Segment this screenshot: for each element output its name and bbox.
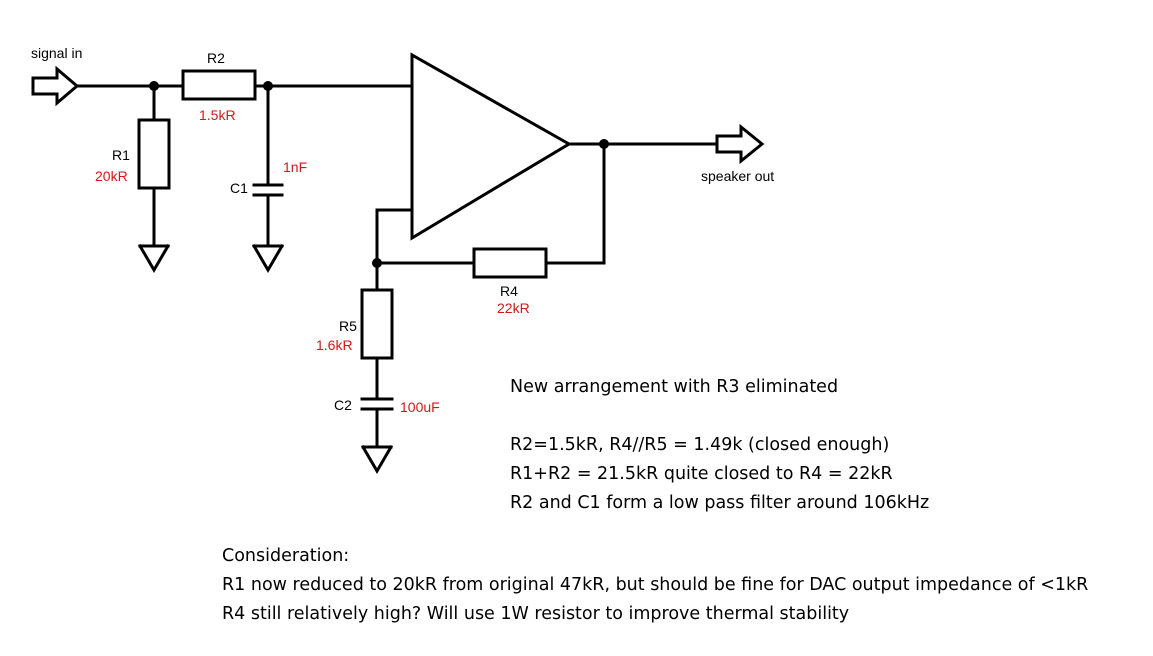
r1-name: R1 — [112, 147, 130, 163]
signal-in-label: signal in — [31, 45, 82, 61]
c2-name: C2 — [334, 397, 352, 413]
resistor-r2 — [181, 69, 257, 101]
resistor-r4 — [472, 247, 548, 279]
r5-value: 1.6kR — [316, 337, 353, 353]
consideration-line: R1 now reduced to 20kR from original 47k… — [222, 575, 1088, 595]
r5-name: R5 — [339, 318, 357, 334]
consideration-line: R4 still relatively high? Will use 1W re… — [222, 604, 849, 624]
junction-dot — [372, 258, 382, 268]
junction-dot — [263, 81, 273, 91]
consideration-heading: Consideration: — [222, 546, 349, 566]
notes-line: R2 and C1 form a low pass filter around … — [510, 493, 929, 513]
capacitor-c1 — [252, 183, 284, 197]
notes-line: R1+R2 = 21.5kR quite closed to R4 = 22kR — [510, 464, 893, 484]
c1-name: C1 — [230, 180, 248, 196]
input-arrow-icon — [31, 65, 80, 107]
c2-value: 100uF — [400, 399, 440, 415]
resistor-r1 — [137, 118, 171, 190]
ground-icon — [360, 444, 394, 474]
junction-dot — [149, 81, 159, 91]
ground-icon — [137, 243, 171, 273]
speaker-out-label: speaker out — [701, 168, 774, 184]
r4-value: 22kR — [497, 300, 530, 316]
r1-value: 20kR — [95, 168, 128, 184]
junction-dot — [599, 139, 609, 149]
r4-name: R4 — [500, 283, 518, 299]
capacitor-c2 — [360, 397, 394, 411]
notes-heading: New arrangement with R3 eliminated — [510, 377, 838, 397]
c1-value: 1nF — [283, 159, 307, 175]
wiring — [75, 84, 719, 449]
output-arrow-icon — [715, 123, 765, 165]
r2-name: R2 — [207, 50, 225, 66]
notes-line: R2=1.5kR, R4//R5 = 1.49k (closed enough) — [510, 435, 889, 455]
ground-icon — [251, 243, 285, 273]
op-amp-symbol — [410, 52, 572, 241]
r2-value: 1.5kR — [199, 107, 236, 123]
resistor-r5 — [360, 288, 394, 360]
